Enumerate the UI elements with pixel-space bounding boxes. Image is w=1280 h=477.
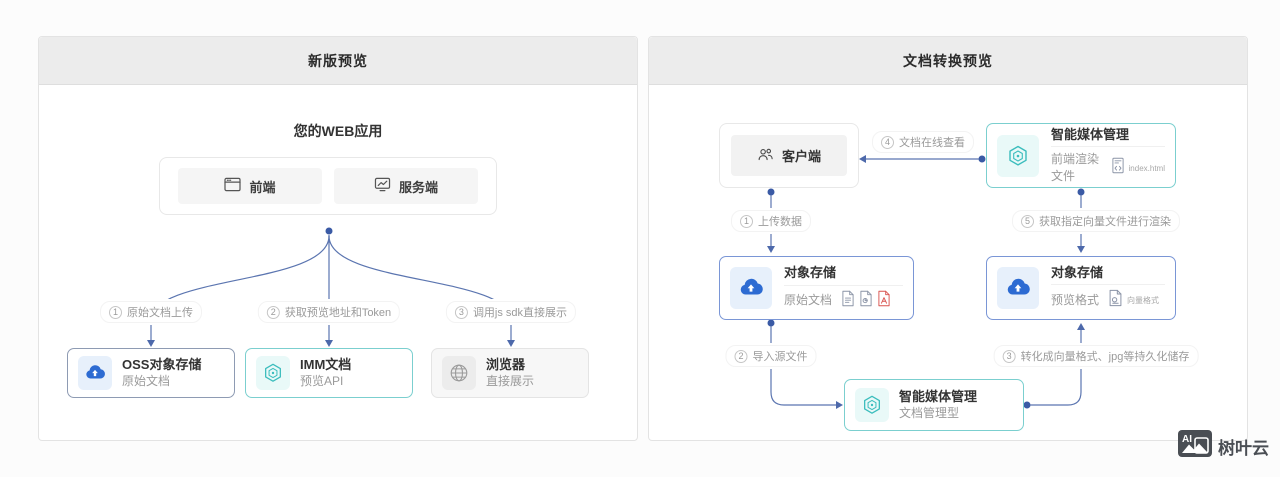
panel-title: 文档转换预览 — [903, 52, 993, 69]
frontend-node: 前端 — [178, 168, 322, 204]
step-number: 2 — [266, 305, 280, 319]
oss-cloud-icon — [997, 267, 1039, 309]
oss-storage-node: OSS对象存储 原始文档 — [67, 348, 235, 398]
browser-window-icon — [224, 177, 242, 195]
step-pill-upload-data: 1 上传数据 — [731, 210, 811, 232]
step-text: 原始文档上传 — [127, 307, 193, 319]
node-title: 浏览器 — [486, 356, 526, 372]
client-node: 客户端 — [719, 123, 859, 188]
node-subtitle: 预览格式 — [1051, 293, 1100, 308]
step-number: 3 — [1002, 349, 1016, 363]
panel-body: 您的WEB应用 前端 服务端 1 原始文档上传 — [39, 85, 637, 441]
server-node: 服务端 — [334, 168, 478, 204]
node-subtitle: 原始文档 — [784, 293, 833, 308]
step-pill-token: 2 获取预览地址和Token — [257, 301, 401, 323]
step-number: 3 — [454, 305, 468, 319]
vector-file-icon — [1108, 289, 1123, 312]
node-title: 智能媒体管理 — [1051, 126, 1165, 148]
oss-left-node: 对象存储 原始文档 — [719, 256, 914, 320]
panel-header: 文档转换预览 — [649, 37, 1247, 85]
node-title: 对象存储 — [784, 264, 903, 286]
step-text: 转化成向量格式、jpg等持久化储存 — [1020, 351, 1190, 363]
step-pill-jssdk: 3 调用js sdk直接展示 — [445, 301, 577, 323]
step-text: 获取预览地址和Token — [284, 307, 392, 319]
node-title: OSS对象存储 — [122, 356, 202, 372]
step-text: 获取指定向量文件进行渲染 — [1039, 216, 1171, 228]
panel-header: 新版预览 — [39, 37, 637, 85]
oss-right-node: 对象存储 预览格式 向量格式 — [986, 256, 1176, 320]
web-app-heading: 您的WEB应用 — [293, 123, 383, 139]
step-number: 2 — [734, 349, 748, 363]
html-file-label: index.html — [1128, 163, 1165, 173]
imm-doc-node: IMM文档 预览API — [245, 348, 413, 398]
step-number: 4 — [881, 135, 894, 149]
people-icon — [757, 146, 774, 166]
step-pill-convert-persist: 3 转化成向量格式、jpg等持久化储存 — [993, 345, 1199, 367]
node-subtitle: 预览API — [300, 374, 344, 389]
imm-hexagon-icon — [997, 134, 1039, 177]
step-pill-view-online: 4 文档在线查看 — [872, 131, 974, 153]
vector-file-label: 向量格式 — [1127, 296, 1160, 306]
client-label: 客户端 — [781, 149, 821, 164]
imm-hexagon-icon — [256, 356, 290, 390]
step-pill-upload: 1 原始文档上传 — [100, 301, 202, 323]
step-text: 文档在线查看 — [899, 137, 965, 149]
node-subtitle: 前端渲染文件 — [1051, 152, 1100, 184]
panel-title: 新版预览 — [308, 52, 368, 69]
web-app-container: 前端 服务端 — [159, 157, 497, 215]
server-monitor-icon — [374, 177, 391, 195]
pdf-file-icon — [877, 290, 891, 312]
step-text: 调用js sdk直接展示 — [472, 307, 568, 319]
ppt-file-icon — [859, 290, 873, 312]
browser-node: 浏览器 直接展示 — [431, 348, 589, 398]
node-subtitle: 原始文档 — [122, 374, 171, 389]
step-pill-import-source: 2 导入源文件 — [725, 345, 817, 367]
step-number: 5 — [1021, 214, 1034, 228]
panel-doc-conversion-preview: 文档转换预览 — [648, 36, 1248, 441]
ai-logo-text: AI — [1182, 434, 1192, 445]
ai-image-logo-icon: AI — [1178, 430, 1212, 462]
step-text: 上传数据 — [758, 216, 802, 228]
node-subtitle: 文档管理型 — [899, 406, 960, 421]
panel-new-version-preview: 新版预览 您的WEB应用 前端 — [38, 36, 638, 441]
panel-body: 客户端 智能媒体管理 前端渲染文件 index.html — [649, 85, 1247, 441]
doc-file-icon — [841, 290, 855, 312]
step-text: 导入源文件 — [752, 351, 808, 363]
step-number: 1 — [740, 214, 753, 228]
node-title: 智能媒体管理 — [899, 388, 978, 404]
brand-name: 树叶云 — [1218, 438, 1269, 458]
server-label: 服务端 — [398, 179, 438, 195]
watermark: AI 树叶云 — [1178, 430, 1269, 462]
globe-icon — [442, 356, 476, 390]
step-number: 1 — [109, 305, 122, 319]
right-connector-lines — [767, 155, 1085, 409]
oss-cloud-icon — [730, 267, 772, 309]
frontend-label: 前端 — [249, 179, 276, 195]
node-title: 对象存储 — [1051, 264, 1165, 286]
imm-bottom-node: 智能媒体管理 文档管理型 — [844, 379, 1024, 431]
step-pill-fetch-vector: 5 获取指定向量文件进行渲染 — [1012, 210, 1180, 232]
node-title: IMM文档 — [300, 356, 352, 372]
node-subtitle: 直接展示 — [486, 374, 535, 389]
oss-cloud-icon — [78, 356, 112, 390]
html-file-icon — [1111, 157, 1125, 179]
imm-hexagon-icon — [855, 388, 889, 422]
imm-top-node: 智能媒体管理 前端渲染文件 index.html — [986, 123, 1176, 188]
